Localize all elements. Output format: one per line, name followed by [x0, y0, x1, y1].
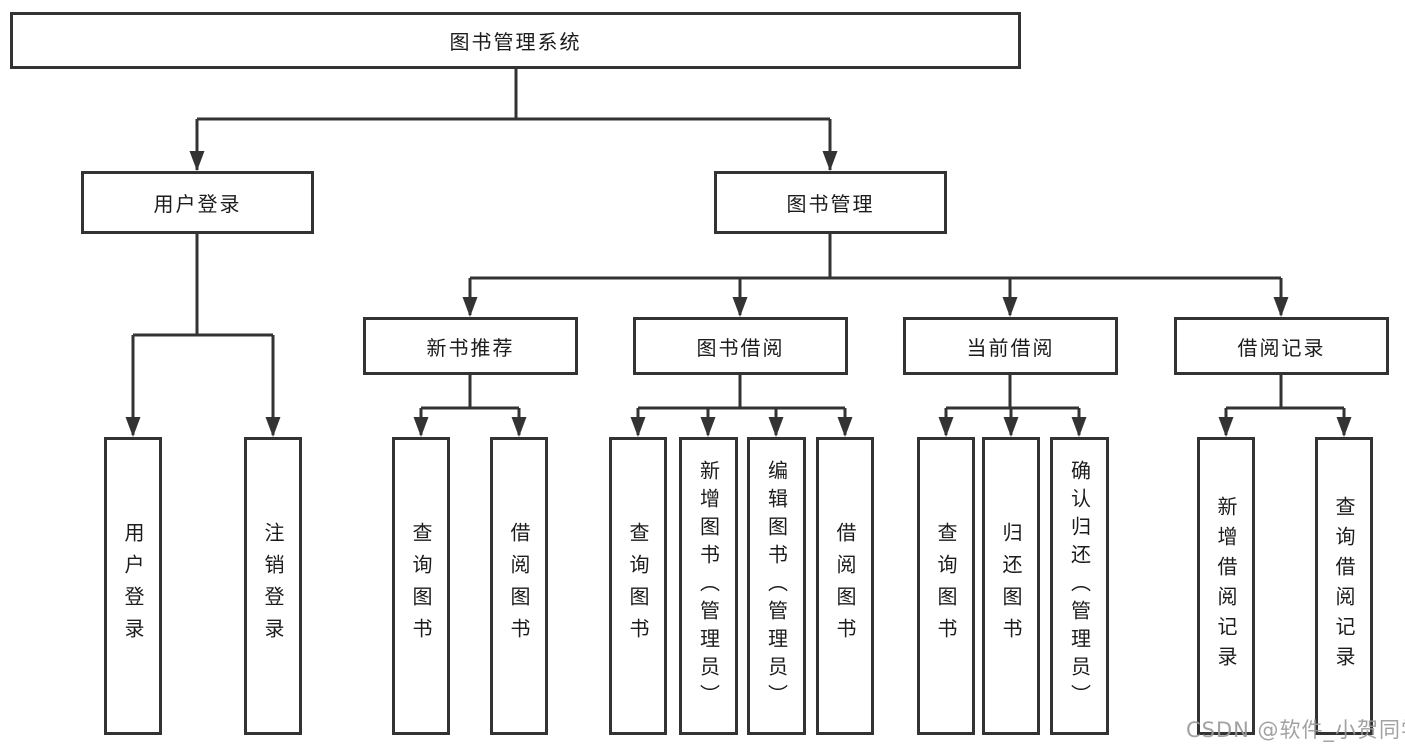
node-book-borrowing: 图书借阅 [633, 317, 848, 375]
leaf-query-books-recommend: 查询图书 [392, 437, 450, 735]
node-borrowing-records: 借阅记录 [1174, 317, 1389, 375]
leaf-edit-books-admin: 编辑图书（管理员） [747, 437, 806, 735]
node-user-login: 用户登录 [81, 171, 314, 234]
csdn-watermark: CSDN @软件_小贺同学 [1186, 718, 1405, 742]
leaf-borrow-books: 借阅图书 [816, 437, 874, 735]
leaf-query-borrow-record: 查询借阅记录 [1315, 437, 1373, 735]
leaf-query-books-current: 查询图书 [917, 437, 975, 735]
node-new-book-recommend: 新书推荐 [363, 317, 578, 375]
leaf-user-login: 用户登录 [104, 437, 162, 735]
node-book-management: 图书管理 [714, 171, 947, 234]
leaf-query-books-borrow: 查询图书 [609, 437, 667, 735]
leaf-return-books: 归还图书 [982, 437, 1040, 735]
leaf-confirm-return-admin: 确认归还（管理员） [1050, 437, 1109, 735]
node-current-borrowing: 当前借阅 [903, 317, 1118, 375]
leaf-logout: 注销登录 [244, 437, 302, 735]
node-library-management-system: 图书管理系统 [10, 12, 1021, 69]
leaf-borrow-books-recommend: 借阅图书 [490, 437, 548, 735]
leaf-add-books-admin: 新增图书（管理员） [679, 437, 738, 735]
arrowhead-icons [125, 151, 1352, 437]
leaf-add-borrow-record: 新增借阅记录 [1197, 437, 1255, 735]
